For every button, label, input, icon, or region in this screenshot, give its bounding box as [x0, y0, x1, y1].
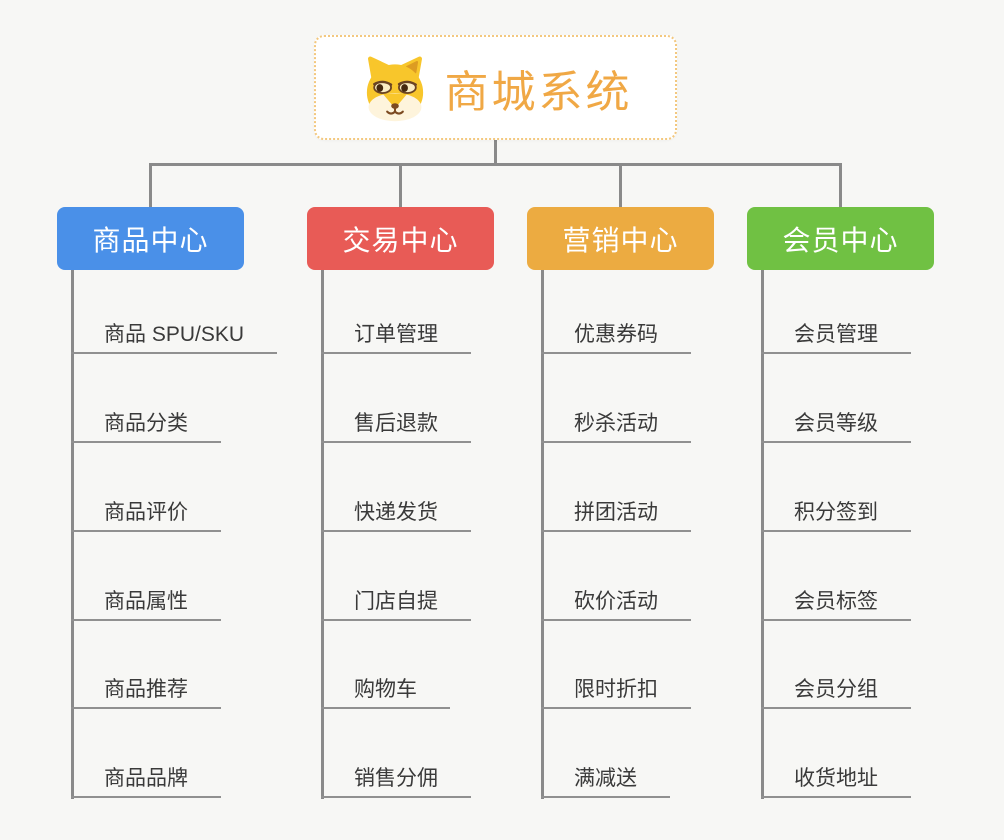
connector-trunk-1 [71, 270, 74, 799]
leaf-node[interactable]: 积分签到 [761, 499, 911, 532]
branch-label: 商品中心 [92, 224, 209, 256]
branch-product-center[interactable]: 商品中心 [57, 207, 244, 270]
branch-label: 会员中心 [782, 224, 899, 256]
leaf-node[interactable]: 门店自提 [321, 588, 471, 621]
branch-label: 营销中心 [562, 224, 679, 256]
branch-marketing-center[interactable]: 营销中心 [527, 207, 714, 270]
leaf-node[interactable]: 收货地址 [761, 765, 911, 798]
leaf-node[interactable]: 拼团活动 [541, 499, 691, 532]
leaf-node[interactable]: 满减送 [541, 765, 670, 798]
leaf-node[interactable]: 砍价活动 [541, 588, 691, 621]
branch-trade-center[interactable]: 交易中心 [307, 207, 494, 270]
branch-label: 交易中心 [342, 224, 459, 256]
leaf-node[interactable]: 商品推荐 [71, 676, 221, 709]
connector-root-drop [494, 140, 497, 166]
connector-drop-3 [619, 163, 622, 210]
leaf-node[interactable]: 会员管理 [761, 321, 911, 354]
leaf-node[interactable]: 商品分类 [71, 410, 221, 443]
leaf-node[interactable]: 销售分佣 [321, 765, 471, 798]
connector-trunk-3 [541, 270, 544, 799]
leaf-node[interactable]: 售后退款 [321, 410, 471, 443]
root-node[interactable]: 商城系统 [314, 35, 677, 140]
leaf-node[interactable]: 商品 SPU/SKU [71, 321, 278, 354]
root-title: 商城系统 [444, 67, 633, 117]
leaf-node[interactable]: 会员等级 [761, 410, 911, 443]
leaf-node[interactable]: 商品品牌 [71, 765, 221, 798]
leaf-node[interactable]: 秒杀活动 [541, 410, 691, 443]
connector-bus [149, 163, 842, 166]
leaf-node[interactable]: 会员分组 [761, 676, 911, 709]
connector-drop-2 [399, 163, 402, 210]
connector-drop-4 [839, 163, 842, 210]
branch-member-center[interactable]: 会员中心 [747, 207, 934, 270]
connector-trunk-4 [761, 270, 764, 799]
leaf-node[interactable]: 会员标签 [761, 588, 911, 621]
leaf-node[interactable]: 商品评价 [71, 499, 221, 532]
leaf-node[interactable]: 优惠券码 [541, 321, 691, 354]
leaf-node[interactable]: 订单管理 [321, 321, 471, 354]
leaf-node[interactable]: 商品属性 [71, 588, 221, 621]
connector-drop-1 [149, 163, 152, 210]
leaf-node[interactable]: 限时折扣 [541, 676, 691, 709]
leaf-node[interactable]: 购物车 [321, 676, 450, 709]
leaf-node[interactable]: 快递发货 [321, 499, 471, 532]
connector-trunk-2 [321, 270, 324, 799]
shiba-dog-icon [366, 56, 423, 121]
